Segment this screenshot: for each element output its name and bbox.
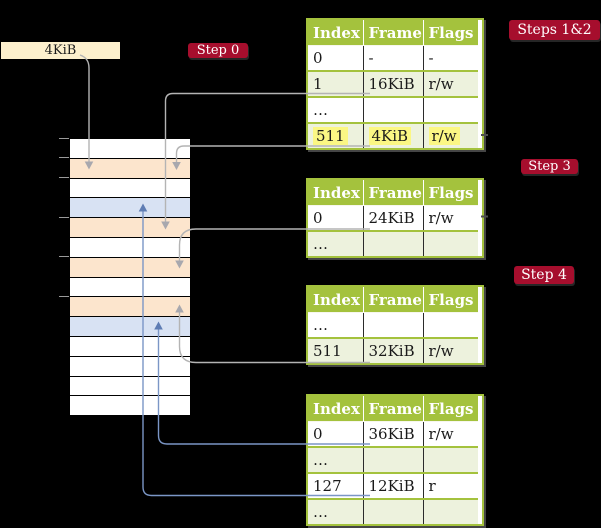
- badge-step-3: Step 3: [521, 159, 578, 174]
- memory-row: [70, 317, 190, 337]
- table-cell: [363, 230, 424, 256]
- column-header: Frame: [363, 20, 424, 46]
- column-header: Flags: [423, 396, 478, 422]
- badge-step-0: Step 0: [188, 43, 248, 58]
- table-cell: 32KiB: [363, 337, 424, 363]
- table-cell: r/w: [423, 337, 478, 363]
- column-header: Frame: [363, 287, 424, 313]
- table-row: …: [308, 446, 478, 473]
- table-cell: 36KiB: [363, 421, 424, 447]
- table-cell: 511: [308, 337, 364, 363]
- table-cell: [423, 313, 478, 339]
- memory-row: [70, 139, 190, 159]
- table-cell: 0: [308, 421, 364, 447]
- memory-row: [70, 297, 190, 318]
- table-cell: [423, 446, 478, 473]
- memory-row: [70, 198, 190, 219]
- table-cell: r/w: [423, 70, 478, 97]
- table-cell: 12KiB: [363, 472, 424, 499]
- table-cell: -: [428, 49, 434, 67]
- table-cell: …: [308, 446, 364, 473]
- memory-row: [70, 336, 190, 357]
- memory-row: [70, 257, 190, 278]
- column-header: Frame: [363, 180, 424, 206]
- column-header: Index: [308, 396, 364, 422]
- table-cell: 127: [308, 472, 364, 499]
- physical-memory-column: [69, 138, 191, 417]
- table-cell: r/w: [428, 209, 454, 227]
- table-row: 0--: [308, 45, 478, 71]
- table-cell: [423, 498, 478, 524]
- table-cell: [363, 498, 424, 524]
- column-header: Flags: [423, 20, 478, 46]
- table-cell: r: [423, 472, 478, 499]
- table-cell: …: [308, 230, 364, 256]
- table-cell: 4KiB: [363, 122, 424, 148]
- memory-row: [70, 356, 190, 377]
- table-cell: 511: [308, 122, 364, 148]
- table-cell: [363, 312, 424, 338]
- memory-tick: [59, 216, 69, 218]
- badge-steps-1-2: Steps 1&2: [509, 20, 600, 40]
- memory-tick: [59, 177, 69, 179]
- table-row: …: [308, 230, 478, 256]
- memory-row: [70, 237, 190, 258]
- table-cell: r/w: [423, 122, 478, 148]
- table-cell: r/w: [428, 425, 454, 443]
- table-row: …: [308, 498, 478, 524]
- table-cell: …: [308, 498, 364, 524]
- column-header: Index: [308, 180, 364, 206]
- table-cell: 24KiB: [363, 205, 424, 231]
- table-cell: [423, 96, 478, 123]
- table-cell: [363, 96, 424, 123]
- table-cell: …: [308, 96, 364, 123]
- memory-tick: [59, 157, 69, 159]
- table-cell: 16KiB: [363, 70, 424, 97]
- page-size-label: 4KiB: [1, 42, 120, 59]
- memory-row: [70, 158, 190, 179]
- table-cell: 0: [308, 45, 364, 71]
- table-cell: 0: [308, 205, 364, 231]
- memory-row: [70, 178, 190, 199]
- column-header: Flags: [423, 287, 478, 313]
- table-cell: …: [308, 312, 364, 338]
- table-row: …: [308, 96, 478, 123]
- column-header: Index: [308, 20, 364, 46]
- badge-step-4: Step 4: [514, 266, 574, 284]
- memory-tick: [59, 137, 69, 139]
- memory-row: [70, 277, 190, 298]
- table-cell: -: [363, 45, 424, 71]
- column-header: Flags: [423, 180, 478, 206]
- memory-row: [70, 376, 190, 397]
- table-cell: 1: [308, 70, 364, 97]
- table-cell: [423, 230, 478, 256]
- table-row: …: [308, 312, 478, 339]
- column-header: Index: [308, 287, 364, 313]
- memory-tick: [59, 295, 69, 297]
- table-cell: [363, 446, 424, 473]
- column-header: Frame: [363, 396, 424, 422]
- memory-tick: [59, 256, 69, 258]
- memory-row: [70, 396, 190, 416]
- memory-row: [70, 218, 190, 238]
